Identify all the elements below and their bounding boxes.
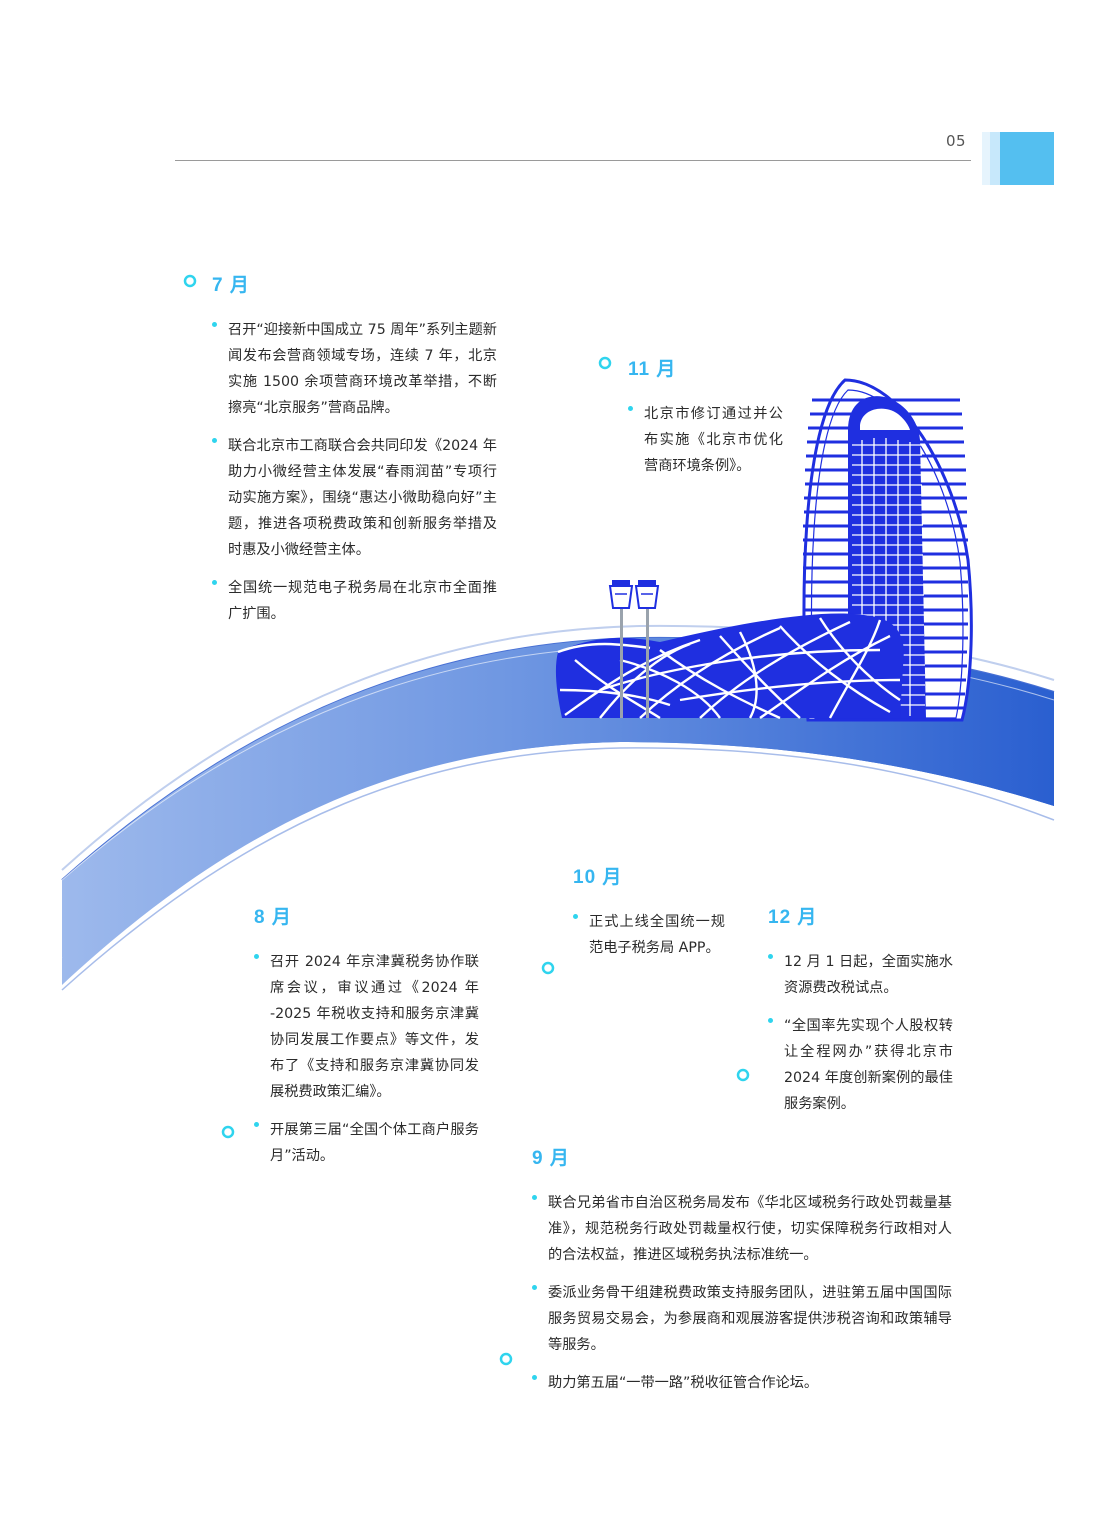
month-label: 10 月: [573, 867, 623, 888]
list-item: 召开 2024 年京津冀税务协作联席会议，审议通过《2024 年 -2025 年…: [254, 949, 479, 1105]
list-item: 委派业务骨干组建税费政策支持服务团队，进驻第五届中国国际服务贸易交易会，为参展商…: [532, 1280, 952, 1358]
month-label: 9 月: [532, 1148, 570, 1169]
month-label: 11 月: [628, 359, 677, 380]
list-item: 12 月 1 日起，全面实施水资源费改税试点。: [768, 949, 953, 1001]
timeline-entry-nov: 11 月 北京市修订通过并公布实施《北京市优化营商环境条例》。: [628, 354, 783, 491]
list-item: 召开“迎接新中国成立 75 周年”系列主题新闻发布会营商领域专场，连续 7 年，…: [212, 317, 497, 421]
list-item: 北京市修订通过并公布实施《北京市优化营商环境条例》。: [628, 401, 783, 479]
node-oct-icon: [541, 961, 555, 975]
timeline-entry-oct: 10 月 正式上线全国统一规范电子税务局 APP。: [573, 862, 725, 973]
node-aug-icon: [221, 1125, 235, 1139]
node-jul-icon: [183, 274, 197, 288]
list-item: 开展第三届“全国个体工商户服务月”活动。: [254, 1117, 479, 1169]
month-label: 12 月: [768, 907, 818, 928]
corner-tab-mid: [990, 132, 1000, 185]
list-item: 全国统一规范电子税务局在北京市全面推广扩围。: [212, 575, 497, 627]
list-item: 联合兄弟省市自治区税务局发布《华北区域税务行政处罚裁量基准》，规范税务行政处罚裁…: [532, 1190, 952, 1268]
node-sep-icon: [499, 1352, 513, 1366]
stadium-building: [555, 613, 904, 720]
header-rule: [175, 160, 971, 161]
timeline-entry-jul: 7 月 召开“迎接新中国成立 75 周年”系列主题新闻发布会营商领域专场，连续 …: [212, 270, 497, 639]
node-nov-icon: [598, 356, 612, 370]
corner-tab: [1000, 132, 1054, 185]
road-arc-lower-edge: [61, 747, 1055, 991]
timeline-nodes: [183, 274, 750, 1366]
month-label: 7 月: [212, 275, 250, 296]
list-item: 联合北京市工商联合会共同印发《2024 年助力小微经营主体发展“春雨润苗”专项行…: [212, 433, 497, 563]
timeline-entry-aug: 8 月 召开 2024 年京津冀税务协作联席会议，审议通过《2024 年 -20…: [254, 902, 479, 1181]
node-dec-icon: [736, 1068, 750, 1082]
list-item: 助力第五届“一带一路”税收征管合作论坛。: [532, 1370, 952, 1396]
corner-tab-light: [982, 132, 990, 185]
street-lamps: [608, 580, 660, 718]
timeline-lines: [189, 288, 744, 1352]
list-item: “全国率先实现个人股权转让全程网办”获得北京市 2024 年度创新案例的最佳服务…: [768, 1013, 953, 1117]
timeline-entry-dec: 12 月 12 月 1 日起，全面实施水资源费改税试点。 “全国率先实现个人股权…: [768, 902, 953, 1129]
timeline-entry-sep: 9 月 联合兄弟省市自治区税务局发布《华北区域税务行政处罚裁量基准》，规范税务行…: [532, 1143, 952, 1408]
list-item: 正式上线全国统一规范电子税务局 APP。: [573, 909, 725, 961]
month-label: 8 月: [254, 907, 292, 928]
page-number: 05: [946, 132, 967, 150]
